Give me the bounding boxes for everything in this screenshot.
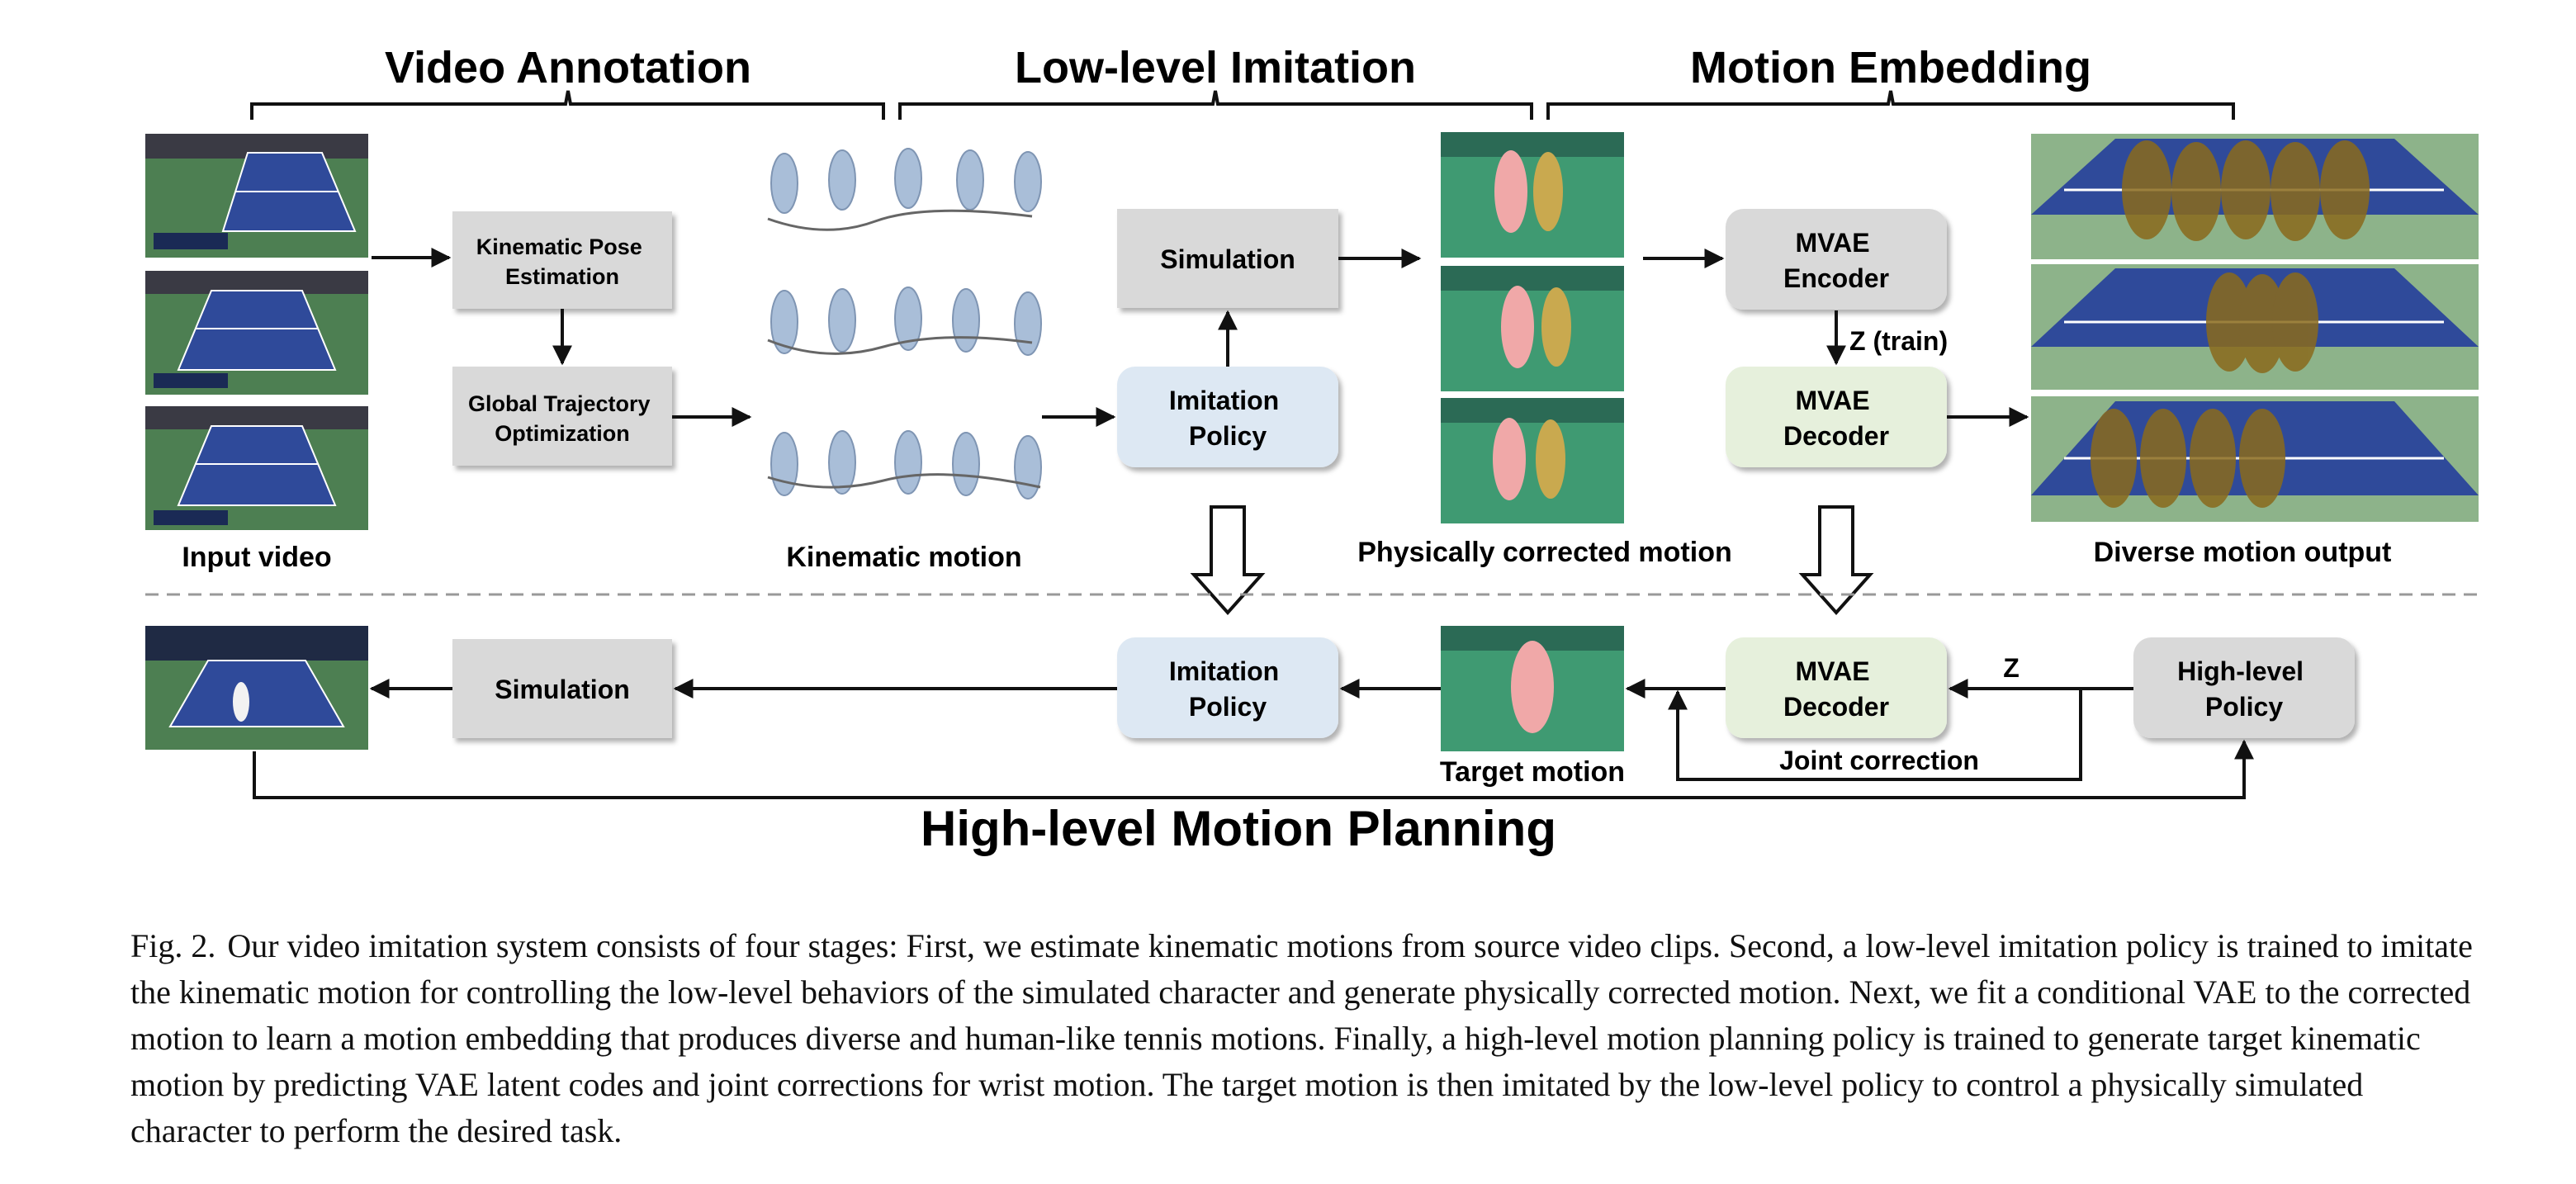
section-title-motion-embedding: Motion Embedding	[1690, 43, 2091, 92]
sim-frame	[1441, 266, 1624, 391]
diverse-motion-frames	[2031, 134, 2479, 522]
global-trajectory-optimization-label: Global Trajectory Optimization	[468, 391, 656, 446]
box-line: Kinematic Pose	[476, 234, 642, 259]
motion-row	[767, 287, 1042, 356]
box-line: Imitation	[1169, 656, 1279, 686]
court-frame	[2031, 264, 2479, 390]
kinematic-pose-estimation-box	[452, 211, 672, 309]
kinematic-motion-label: Kinematic motion	[786, 542, 1021, 573]
output-video-frame	[145, 626, 368, 750]
physically-corrected-label: Physically corrected motion	[1357, 537, 1732, 568]
physically-corrected-frames	[1441, 132, 1624, 523]
simulation-box-top	[1117, 209, 1338, 308]
brace-low-level-imitation	[898, 90, 1533, 120]
simulation-box-top-label: Simulation	[1160, 244, 1295, 274]
hollow-down-arrow	[1798, 505, 1874, 616]
z-label: Z	[2003, 653, 2020, 683]
sim-frame	[1441, 132, 1624, 258]
mvae-decoder-box-bottom	[1726, 637, 1947, 738]
mvae-decoder-top-label: MVAE Decoder	[1783, 386, 1889, 451]
mvae-encoder-box	[1726, 209, 1947, 310]
box-line: Policy	[1189, 692, 1267, 722]
simulation-box-bottom	[452, 639, 672, 738]
input-video-frames	[145, 134, 368, 530]
high-level-policy-box	[2133, 637, 2355, 738]
box-line: Policy	[1189, 421, 1267, 451]
mvae-decoder-box-top	[1726, 367, 1947, 467]
z-train-label: Z (train)	[1849, 326, 1948, 356]
mvae-decoder-bottom-label: MVAE Decoder	[1783, 656, 1889, 722]
box-line: Optimization	[495, 421, 630, 446]
input-video-label: Input video	[182, 542, 331, 573]
arrow	[1668, 689, 2082, 781]
caption-text: Our video imitation system consists of f…	[130, 927, 2473, 1149]
video-frame	[145, 406, 368, 530]
box-line: Estimation	[505, 264, 619, 289]
box-line: MVAE	[1796, 386, 1870, 415]
diverse-motion-label: Diverse motion output	[2094, 537, 2392, 568]
box-line: Decoder	[1783, 421, 1889, 451]
target-motion-label: Target motion	[1440, 756, 1625, 788]
box-line: Policy	[2205, 692, 2283, 722]
imitation-policy-box-top	[1117, 367, 1338, 467]
box-line: Global Trajectory	[468, 391, 651, 416]
caption-label: Fig. 2.	[130, 927, 216, 964]
hollow-down-arrow	[1190, 505, 1266, 616]
section-title-high-level-planning: High-level Motion Planning	[921, 801, 1556, 856]
arrow	[253, 739, 2254, 799]
box-line: MVAE	[1796, 228, 1870, 258]
court-frame	[2031, 396, 2479, 522]
court-frame	[2031, 134, 2479, 259]
section-title-video-annotation: Video Annotation	[385, 43, 751, 92]
box-line: High-level	[2177, 656, 2304, 686]
high-level-policy-label: High-level Policy	[2177, 656, 2311, 722]
brace-motion-embedding	[1546, 90, 2235, 120]
kinematic-pose-estimation-label: Kinematic Pose Estimation	[476, 234, 649, 289]
bottom-arrows	[253, 679, 2254, 799]
top-arrows	[372, 248, 2029, 427]
imitation-policy-box-bottom	[1117, 637, 1338, 738]
box-line: MVAE	[1796, 656, 1870, 686]
imitation-policy-box-top-label: Imitation Policy	[1169, 386, 1286, 451]
kinematic-motion-figures	[767, 148, 1042, 500]
mvae-encoder-label: MVAE Encoder	[1783, 228, 1889, 293]
box-line: Encoder	[1783, 263, 1889, 293]
global-trajectory-optimization-box	[452, 367, 672, 466]
imitation-policy-box-bottom-label: Imitation Policy	[1169, 656, 1286, 722]
joint-correction-label: Joint correction	[1779, 746, 1979, 775]
video-frame	[145, 134, 368, 258]
motion-row	[767, 148, 1042, 231]
box-line: Imitation	[1169, 386, 1279, 415]
target-motion-frame	[1441, 626, 1624, 751]
box-line: Decoder	[1783, 692, 1889, 722]
simulation-box-bottom-label: Simulation	[495, 675, 630, 704]
figure-caption: Fig. 2.Our video imitation system consis…	[130, 923, 2492, 1154]
section-title-low-level-imitation: Low-level Imitation	[1015, 43, 1416, 92]
motion-row	[767, 430, 1042, 500]
brace-video-annotation	[250, 90, 885, 120]
sim-frame	[1441, 398, 1624, 523]
system-overview-figure: Video Annotation Low-level Imitation Mot…	[145, 43, 2479, 856]
video-frame	[145, 271, 368, 395]
